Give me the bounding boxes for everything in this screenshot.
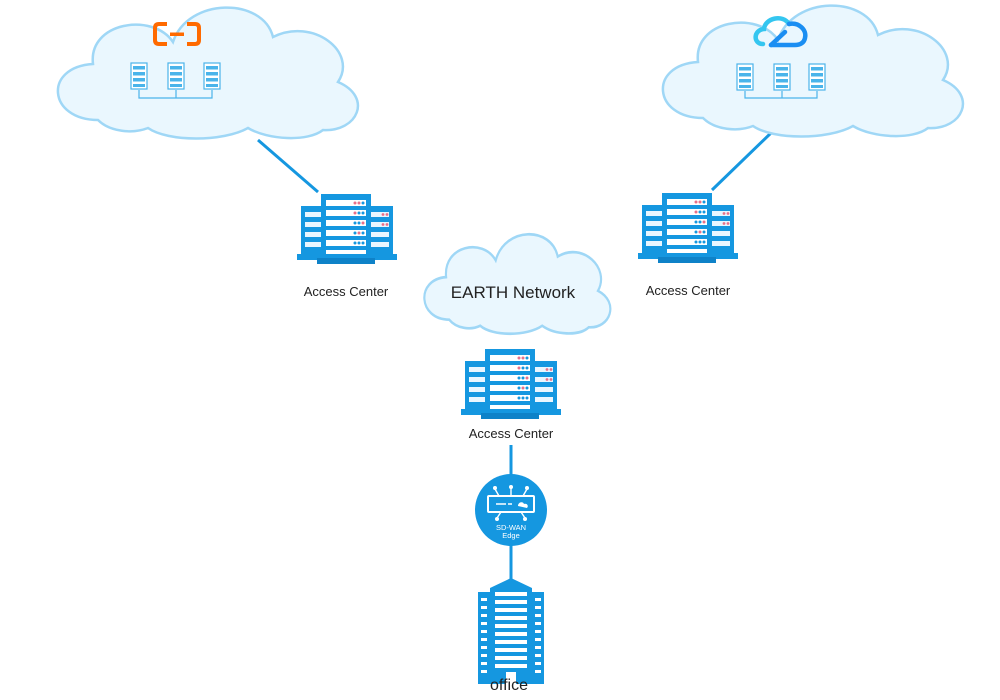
- sd-wan-edge-icon[interactable]: SD-WAN Edge: [475, 474, 547, 546]
- edge-label-line2: Edge: [502, 531, 520, 540]
- access-center-left-server-icon: [297, 194, 397, 264]
- office-building-icon: [478, 578, 544, 684]
- access-center-right-server-icon: [638, 193, 738, 263]
- cloud-left: [56, 6, 360, 140]
- edge-label-line1: SD-WAN: [496, 523, 526, 532]
- access-center-center-label: Access Center: [468, 426, 554, 441]
- earth-network-label: EARTH Network: [450, 283, 576, 302]
- alibaba-cloud-logo: [153, 22, 201, 46]
- access-center-left-label: Access Center: [303, 284, 389, 299]
- access-center-right-label: Access Center: [645, 283, 731, 298]
- cloud-right-servers: [736, 63, 826, 99]
- office-label: office: [490, 677, 528, 694]
- access-center-center-server-icon: [461, 349, 561, 419]
- tencent-cloud-logo: [753, 16, 808, 48]
- link-right-cloud-to-access: [710, 130, 774, 192]
- cloud-left-servers: [130, 62, 221, 99]
- cloud-right: [661, 4, 965, 138]
- cloud-earth-network: [423, 233, 612, 335]
- link-left-cloud-to-access: [257, 138, 319, 194]
